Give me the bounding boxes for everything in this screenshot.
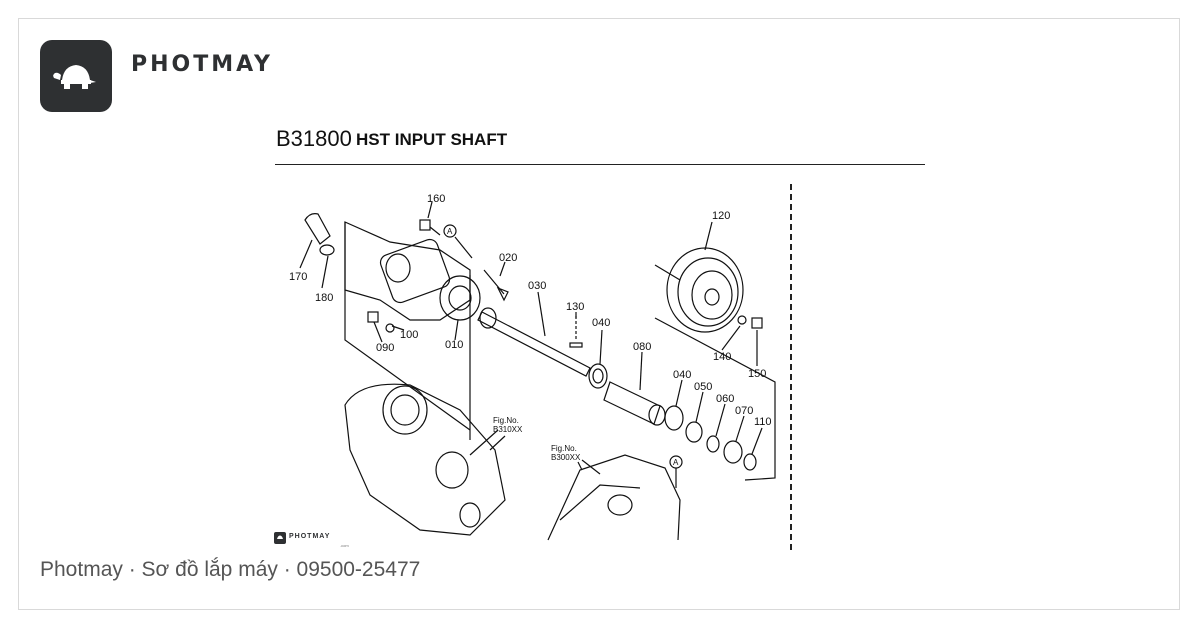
part-number: 170 — [289, 271, 307, 283]
card-frame — [18, 18, 1180, 610]
part-number: 070 — [735, 405, 753, 417]
ring-050 — [685, 421, 703, 443]
shaft-end — [479, 307, 497, 329]
fig-ref-label: Fig.No. — [493, 416, 519, 425]
watermark-brand: PHOTMAY — [289, 533, 331, 540]
part-number: 090 — [376, 342, 394, 354]
input-shaft — [477, 311, 591, 377]
snap-ring-110 — [743, 453, 757, 471]
flange-bore — [385, 253, 411, 283]
part-number: 150 — [748, 368, 766, 380]
transmission-sketch — [344, 383, 506, 536]
mounting-flange — [379, 238, 451, 304]
part-number: 180 — [315, 292, 333, 304]
part-number: 060 — [716, 393, 734, 405]
o-ring-180 — [319, 244, 335, 256]
callout-a1-circle — [443, 224, 457, 238]
part-number: 080 — [633, 341, 651, 353]
title-rule — [275, 164, 925, 165]
footer-caption: Photmay · Sơ đồ lắp máy · 09500-25477 — [40, 558, 421, 581]
part-number: 030 — [528, 280, 546, 292]
bolt-090 — [367, 311, 379, 323]
part-number: 100 — [400, 329, 418, 341]
callout-a2: A — [673, 458, 679, 467]
bolt-160 — [419, 219, 431, 231]
collar-060 — [706, 435, 720, 453]
bolt-150 — [751, 317, 763, 329]
part-number: 040 — [592, 317, 610, 329]
elbow-fitting — [304, 213, 331, 245]
part-number: 130 — [566, 301, 584, 313]
housing-boss-inner — [448, 285, 472, 311]
bearing-040b — [664, 405, 684, 431]
washer-070 — [723, 440, 743, 464]
exploded-diagram: 160 020 120 170 180 030 130 040 100 090 … — [289, 193, 776, 541]
callout-a1: A — [447, 227, 453, 236]
bolt-020 — [483, 269, 509, 302]
turtle-icon — [53, 65, 96, 89]
diagram-code: B31800 — [276, 126, 352, 151]
part-number: 160 — [427, 193, 445, 205]
washer-100 — [385, 323, 395, 333]
part-number: 110 — [754, 416, 772, 428]
dashed-divider — [790, 184, 792, 550]
guide-line-right — [654, 317, 776, 481]
part-number: 050 — [694, 381, 712, 393]
bearing-040a — [588, 363, 608, 389]
washer-140 — [737, 315, 747, 325]
fig-ref-code: B310XX — [493, 425, 523, 434]
diagram-title: HST INPUT SHAFT — [356, 130, 508, 149]
part-number: 120 — [712, 210, 730, 222]
housing-boss — [439, 275, 481, 321]
housing-outline — [344, 221, 471, 321]
part-number: 020 — [499, 252, 517, 264]
fig-ref-code: B300XX — [551, 453, 581, 462]
part-number: 040 — [673, 369, 691, 381]
watermark-sub: .com — [340, 543, 349, 548]
fig-ref-label: Fig.No. — [551, 444, 577, 453]
part-number: 140 — [713, 351, 731, 363]
brand-logo[interactable] — [40, 40, 112, 112]
part-number: 010 — [445, 339, 463, 351]
guide-line-left — [344, 222, 471, 431]
collar-080 — [603, 381, 661, 425]
case-sketch — [547, 454, 681, 541]
watermark-logo-icon — [274, 532, 286, 544]
key-130 — [569, 342, 583, 348]
brand-name[interactable]: PHOTMAY — [131, 52, 273, 77]
